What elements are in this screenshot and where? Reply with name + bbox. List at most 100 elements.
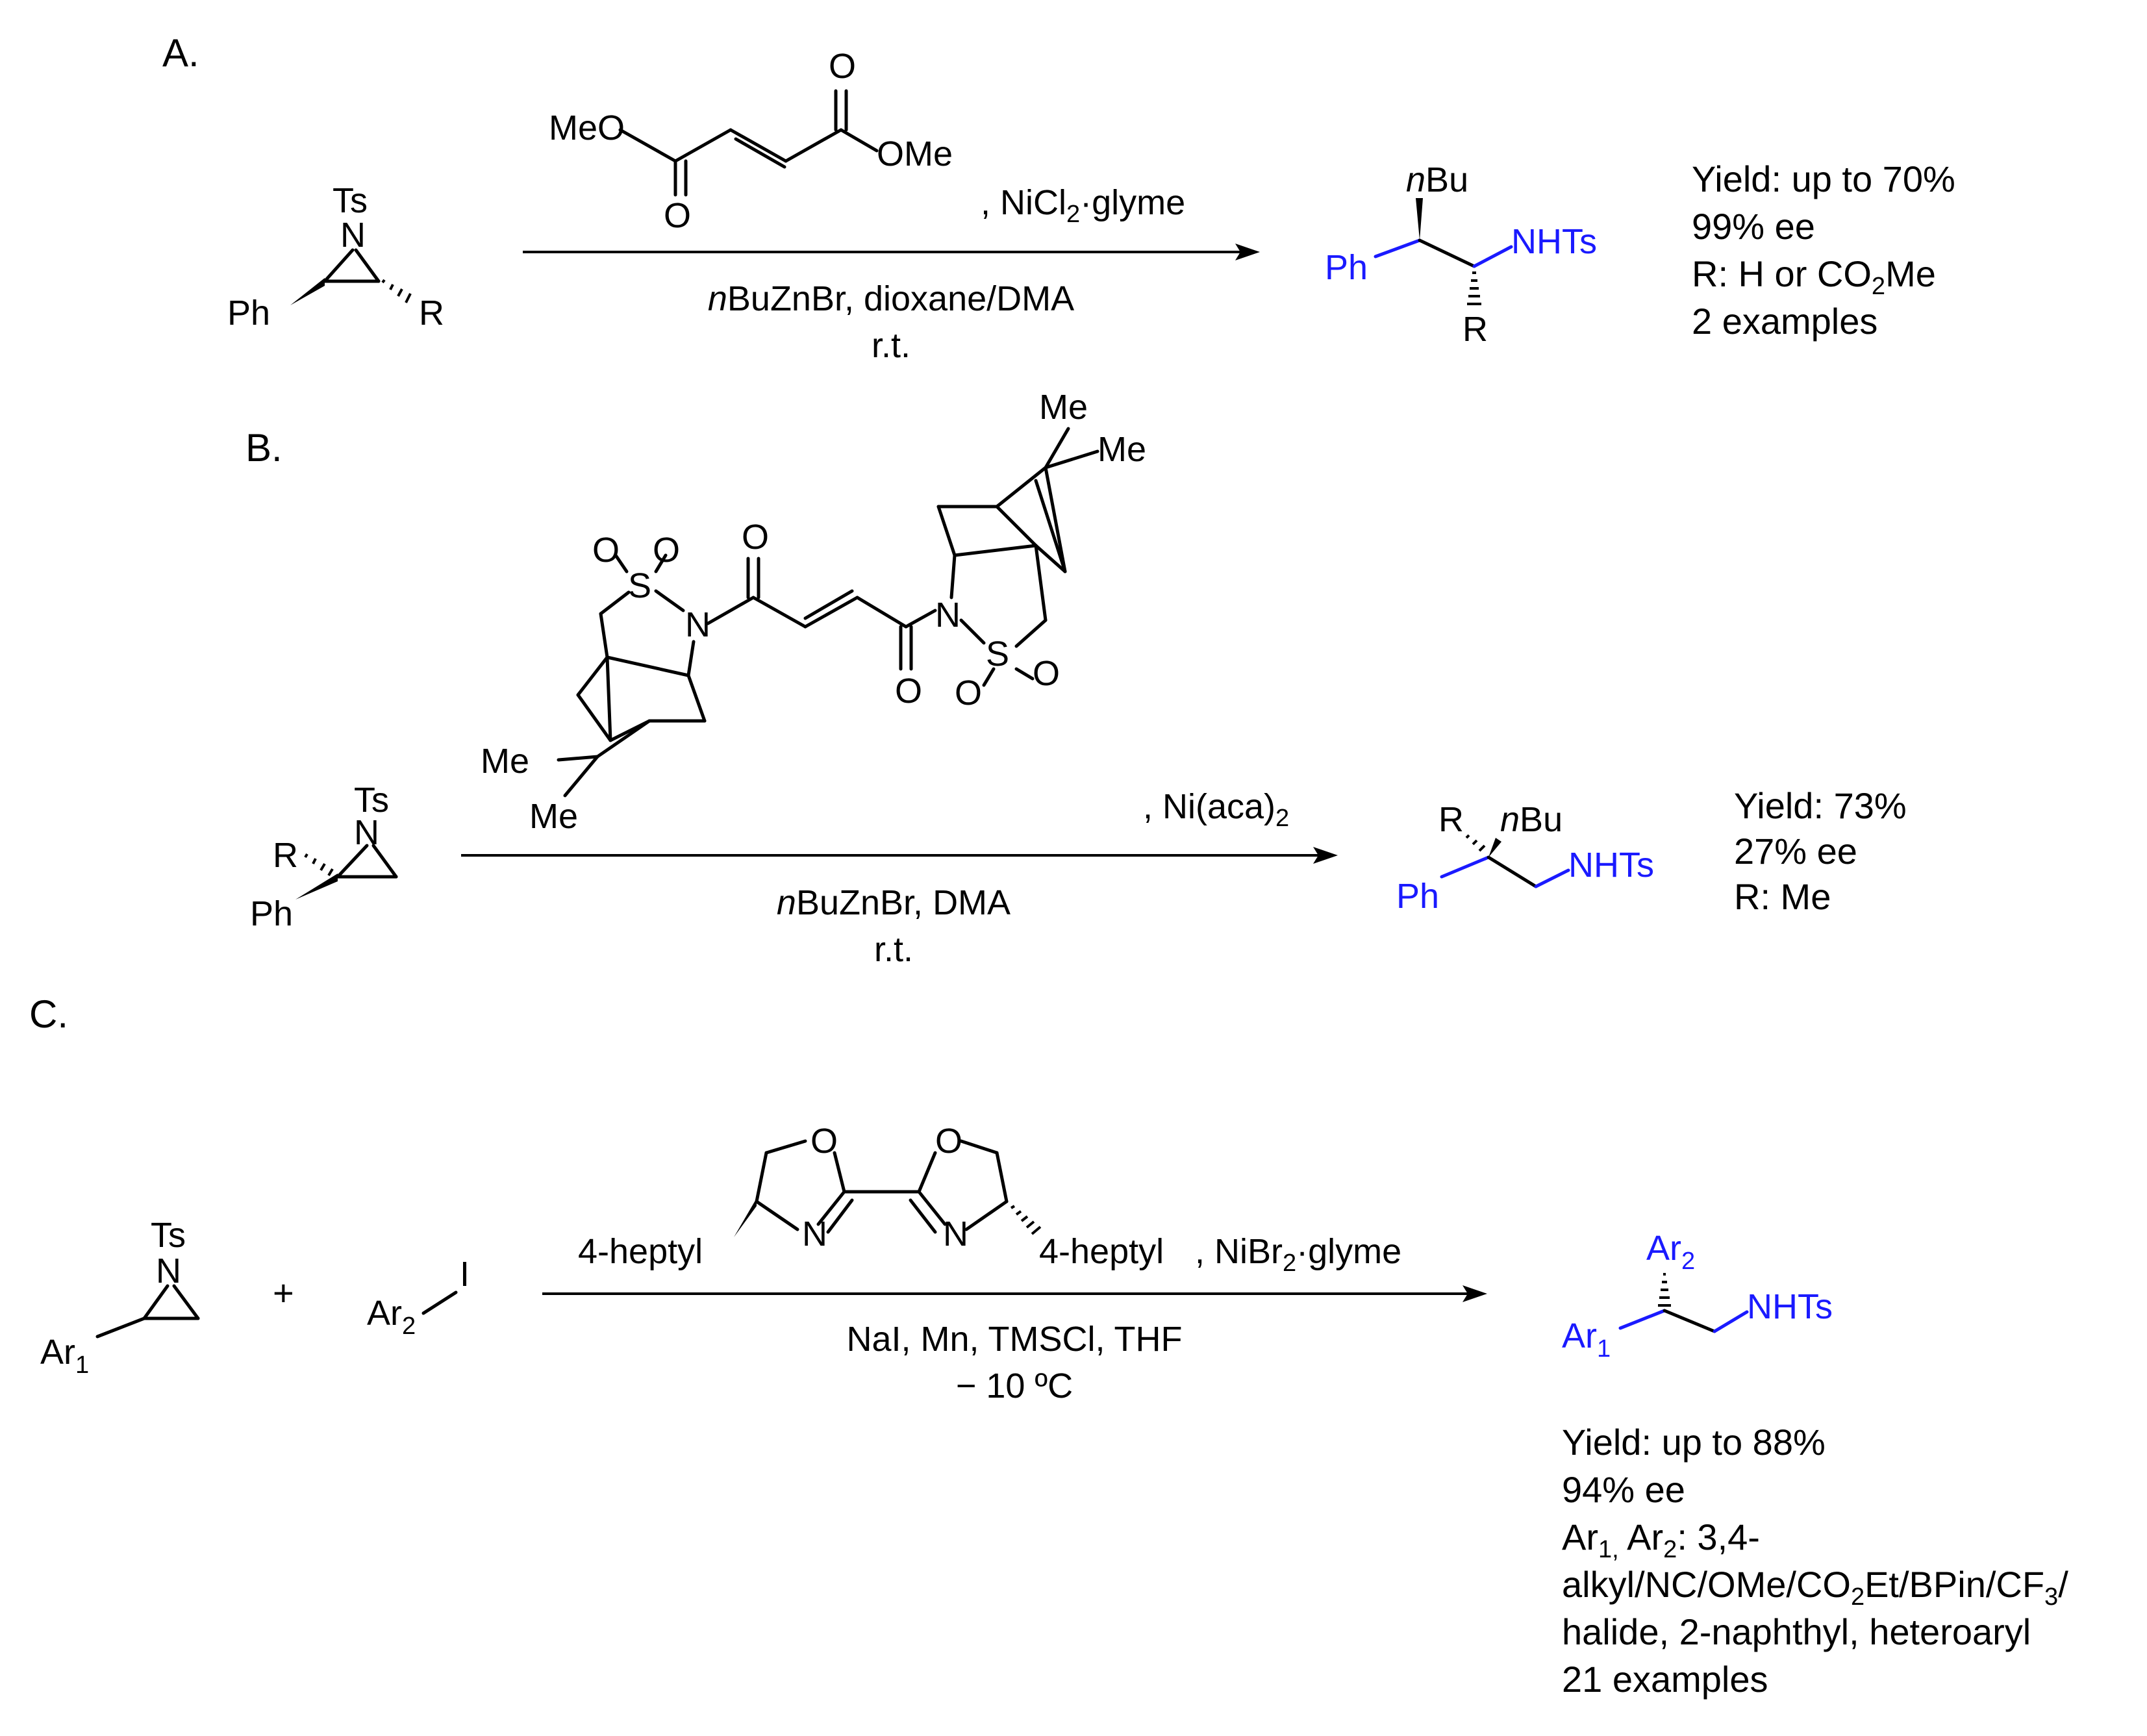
b-ligand-me-left1: Me bbox=[481, 742, 529, 781]
a-reactant-aziridine: Ts N Ph R bbox=[227, 181, 444, 333]
a-examples: 2 examples bbox=[1692, 301, 1877, 342]
c-yield: Yield: up to 88% bbox=[1562, 1422, 1826, 1463]
b-product-r: R bbox=[1438, 800, 1464, 839]
c-ligand-box: O N O N 4-heptyl bbox=[578, 1122, 1164, 1271]
b-product-hash bbox=[1465, 834, 1486, 852]
b-ligand-s-left: S bbox=[628, 566, 651, 605]
section-c-label: C. bbox=[29, 992, 68, 1036]
section-c: C. Ts N Ar1 + Ar2 I O N bbox=[29, 992, 2068, 1700]
section-b-label: B. bbox=[245, 426, 282, 470]
c-reactant-ts: Ts bbox=[151, 1216, 186, 1255]
a-reactant-n: N bbox=[340, 216, 366, 255]
c-aryl-i: I bbox=[460, 1255, 470, 1294]
b-yield: Yield: 73% bbox=[1734, 785, 1907, 826]
a-reactant-ph: Ph bbox=[227, 294, 270, 333]
b-ligand-n-left: N bbox=[685, 605, 710, 644]
a-reagent-o-bottom: O bbox=[664, 196, 691, 235]
a-product-nhts: NHTs bbox=[1511, 222, 1597, 261]
c-ligand-n-right: N bbox=[943, 1214, 968, 1253]
b-ligand-o6: O bbox=[1033, 654, 1060, 693]
section-a: A. Ts N Ph R MeO O bbox=[162, 31, 1955, 365]
b-product-wedge bbox=[1488, 838, 1501, 857]
a-results: Yield: up to 70% 99% ee R: H or CO2Me 2 … bbox=[1692, 158, 1955, 342]
c-ar-groups: Ar1, Ar2: 3,4- bbox=[1562, 1516, 1760, 1563]
a-reactant-hash bbox=[381, 279, 412, 303]
b-ligand-o3: O bbox=[742, 518, 769, 557]
b-reaction-arrow bbox=[461, 847, 1338, 864]
c-ligand-heptyl-right: 4-heptyl bbox=[1039, 1232, 1164, 1271]
a-product-nbu: nBu bbox=[1406, 160, 1468, 199]
a-product-wedge bbox=[1416, 198, 1423, 240]
a-reactant-ts: Ts bbox=[333, 181, 368, 220]
b-conditions-line2: r.t. bbox=[874, 930, 913, 969]
b-ligand-me-right2: Me bbox=[1098, 430, 1146, 469]
c-product-ar2: Ar2 bbox=[1646, 1229, 1695, 1275]
c-examples: 21 examples bbox=[1562, 1659, 1768, 1700]
a-conditions-line2: r.t. bbox=[872, 326, 910, 365]
a-r-groups: R: H or CO2Me bbox=[1692, 253, 1936, 300]
b-ligand-s-right: S bbox=[986, 635, 1009, 673]
a-reaction-arrow bbox=[523, 244, 1260, 260]
a-catalyst: , NiCl2·glyme bbox=[981, 183, 1185, 228]
c-product-ar1: Ar1 bbox=[1562, 1316, 1611, 1363]
c-substituents: alkyl/NC/OMe/CO2Et/BPin/CF3/ bbox=[1562, 1564, 2068, 1611]
b-ligand-bis-sultam: O O S N Me Me O bbox=[481, 388, 1146, 836]
b-reactant-ts: Ts bbox=[354, 781, 389, 820]
a-product-ph: Ph bbox=[1325, 248, 1368, 287]
a-product-r: R bbox=[1463, 310, 1488, 349]
a-product-hash bbox=[1467, 271, 1481, 305]
b-ligand-n-right: N bbox=[935, 596, 961, 635]
c-ligand-hash-right bbox=[1010, 1205, 1042, 1235]
a-ee: 99% ee bbox=[1692, 206, 1815, 247]
b-ee: 27% ee bbox=[1734, 831, 1857, 872]
a-product: nBu Ph NHTs R bbox=[1325, 160, 1597, 349]
c-catalyst: , NiBr2·glyme bbox=[1195, 1232, 1401, 1277]
c-plus-sign: + bbox=[273, 1272, 294, 1313]
b-reactant-r: R bbox=[273, 836, 298, 875]
c-ligand-n-left: N bbox=[802, 1214, 827, 1253]
c-ligand-wedge-left bbox=[734, 1198, 757, 1237]
section-a-label: A. bbox=[162, 31, 199, 75]
c-ligand-o-right: O bbox=[935, 1122, 962, 1161]
c-conditions-line2: − 10 ºC bbox=[956, 1366, 1073, 1405]
a-reactant-r: R bbox=[419, 294, 444, 333]
b-conditions-line1: nBuZnBr, DMA bbox=[777, 883, 1011, 922]
c-results: Yield: up to 88% 94% ee Ar1, Ar2: 3,4- a… bbox=[1562, 1422, 2068, 1700]
b-product: R nBu Ph NHTs bbox=[1396, 800, 1654, 916]
c-reactant-ar1: Ar1 bbox=[40, 1333, 89, 1379]
b-reactant-hash bbox=[304, 853, 334, 877]
b-catalyst: , Ni(aca)2 bbox=[1143, 787, 1289, 832]
b-ligand-o1: O bbox=[592, 531, 620, 570]
c-reaction-arrow bbox=[542, 1285, 1487, 1302]
c-ee: 94% ee bbox=[1562, 1469, 1685, 1510]
c-aryl-iodide: Ar2 I bbox=[367, 1255, 470, 1340]
c-halide: halide, 2-naphthyl, heteroaryl bbox=[1562, 1611, 2031, 1652]
b-ligand-me-right1: Me bbox=[1039, 388, 1088, 427]
c-reactant-aziridine: Ts N Ar1 bbox=[40, 1216, 200, 1379]
a-reagent-dimethyl-fumarate: MeO O O OMe bbox=[549, 47, 953, 235]
b-product-nbu: nBu bbox=[1500, 800, 1563, 839]
c-product: Ar2 Ar1 NHTs bbox=[1562, 1229, 1833, 1363]
b-product-ph: Ph bbox=[1396, 877, 1439, 916]
b-reactant-wedge bbox=[295, 874, 338, 899]
c-aryl-ar2: Ar2 bbox=[367, 1294, 416, 1340]
b-product-nhts: NHTs bbox=[1568, 846, 1654, 885]
c-ligand-heptyl-left: 4-heptyl bbox=[578, 1232, 703, 1271]
c-product-hash bbox=[1658, 1273, 1671, 1307]
section-b: B. O O S N Me Me bbox=[245, 388, 1907, 969]
a-reagent-ome: OMe bbox=[877, 134, 953, 173]
b-r-groups: R: Me bbox=[1734, 876, 1831, 917]
b-ligand-o4: O bbox=[895, 672, 922, 711]
b-ligand-o2: O bbox=[653, 531, 680, 570]
a-yield: Yield: up to 70% bbox=[1692, 158, 1955, 199]
c-conditions-line1: NaI, Mn, TMSCl, THF bbox=[846, 1320, 1182, 1359]
b-reactant-ph: Ph bbox=[250, 894, 293, 933]
b-results: Yield: 73% 27% ee R: Me bbox=[1734, 785, 1907, 917]
a-reagent-meo: MeO bbox=[549, 108, 625, 147]
b-ligand-o5: O bbox=[955, 673, 982, 712]
c-reactant-n: N bbox=[156, 1252, 181, 1290]
a-reagent-o-top: O bbox=[829, 47, 856, 86]
b-ligand-me-left2: Me bbox=[529, 797, 578, 836]
b-reactant-aziridine: Ts N R Ph bbox=[250, 781, 398, 933]
